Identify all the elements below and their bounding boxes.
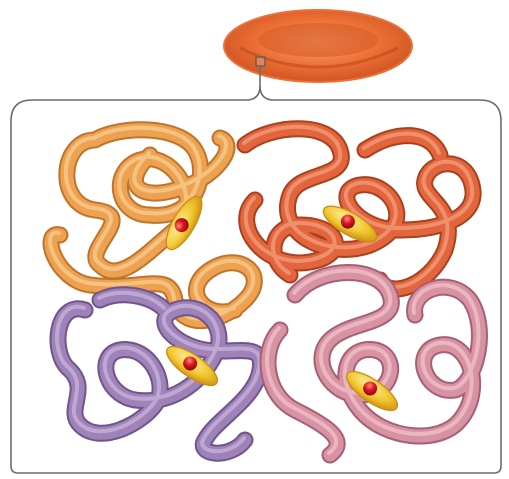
globin-subunits [50,127,479,455]
globin-subunit-alpha-2 [267,271,479,456]
globin-subunit-beta-1 [244,127,473,289]
red-blood-cell-icon [224,10,412,82]
zoom-marker-icon [256,57,265,66]
